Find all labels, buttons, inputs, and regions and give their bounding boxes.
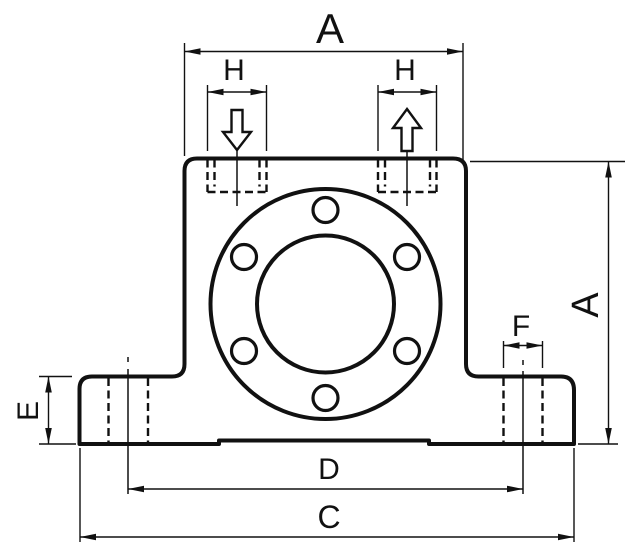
centerlines: [127, 150, 524, 494]
label-slot-right: H: [394, 54, 416, 87]
foot-hole-right: [502, 378, 544, 443]
flange-outer-circle: [208, 187, 443, 421]
dim-overall-height: [470, 160, 625, 445]
label-slot-left: H: [223, 54, 245, 87]
bolt-hole: [229, 336, 259, 366]
label-foot-height: E: [12, 401, 45, 421]
bolt-hole: [311, 195, 340, 225]
label-top-width: A: [316, 5, 344, 52]
bolt-hole: [229, 242, 259, 272]
label-overall-height: A: [565, 292, 607, 318]
dimension-labels: A H H A E F D C: [12, 5, 607, 535]
flange: [208, 187, 443, 421]
bolt-hole: [311, 383, 340, 413]
bolt-hole: [392, 336, 422, 366]
dim-top-width: [183, 43, 464, 160]
dimension-arrowheads: [45, 48, 612, 541]
hidden-lines: [107, 159, 544, 443]
airflow-down-arrow-icon: [220, 108, 254, 152]
airflow-arrows: [220, 106, 424, 153]
airflow-up-arrow-icon: [390, 106, 424, 153]
body-outline: [77, 156, 576, 446]
dim-base-width: [79, 448, 575, 542]
flange-bore-circle: [255, 233, 396, 375]
label-foot-hole: F: [512, 310, 530, 343]
foot-hole-left: [107, 378, 150, 443]
label-hole-span: D: [318, 453, 340, 486]
bolt-holes: [229, 195, 422, 413]
housing-body: [77, 156, 576, 446]
bolt-hole: [392, 242, 422, 272]
label-base-width: C: [317, 499, 340, 535]
